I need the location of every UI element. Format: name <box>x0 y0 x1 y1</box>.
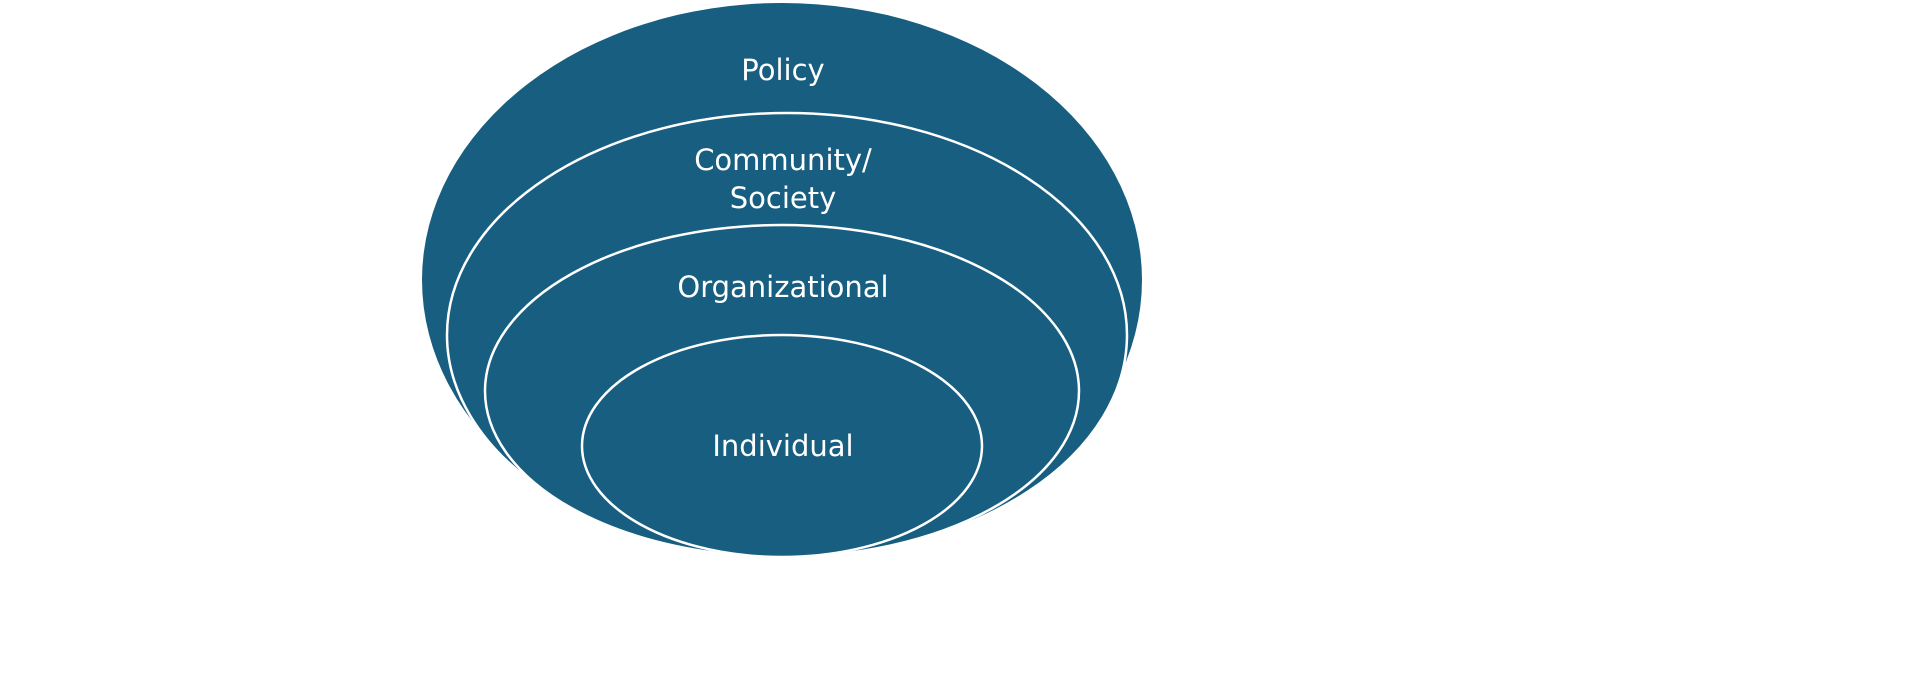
community-label-line2: Society <box>730 181 837 215</box>
policy-label: Policy <box>741 53 824 87</box>
individual-label: Individual <box>712 429 853 463</box>
organizational-label: Organizational <box>677 270 888 304</box>
community-label-line1: Community/ <box>694 143 872 177</box>
individual-ellipse <box>580 333 984 559</box>
